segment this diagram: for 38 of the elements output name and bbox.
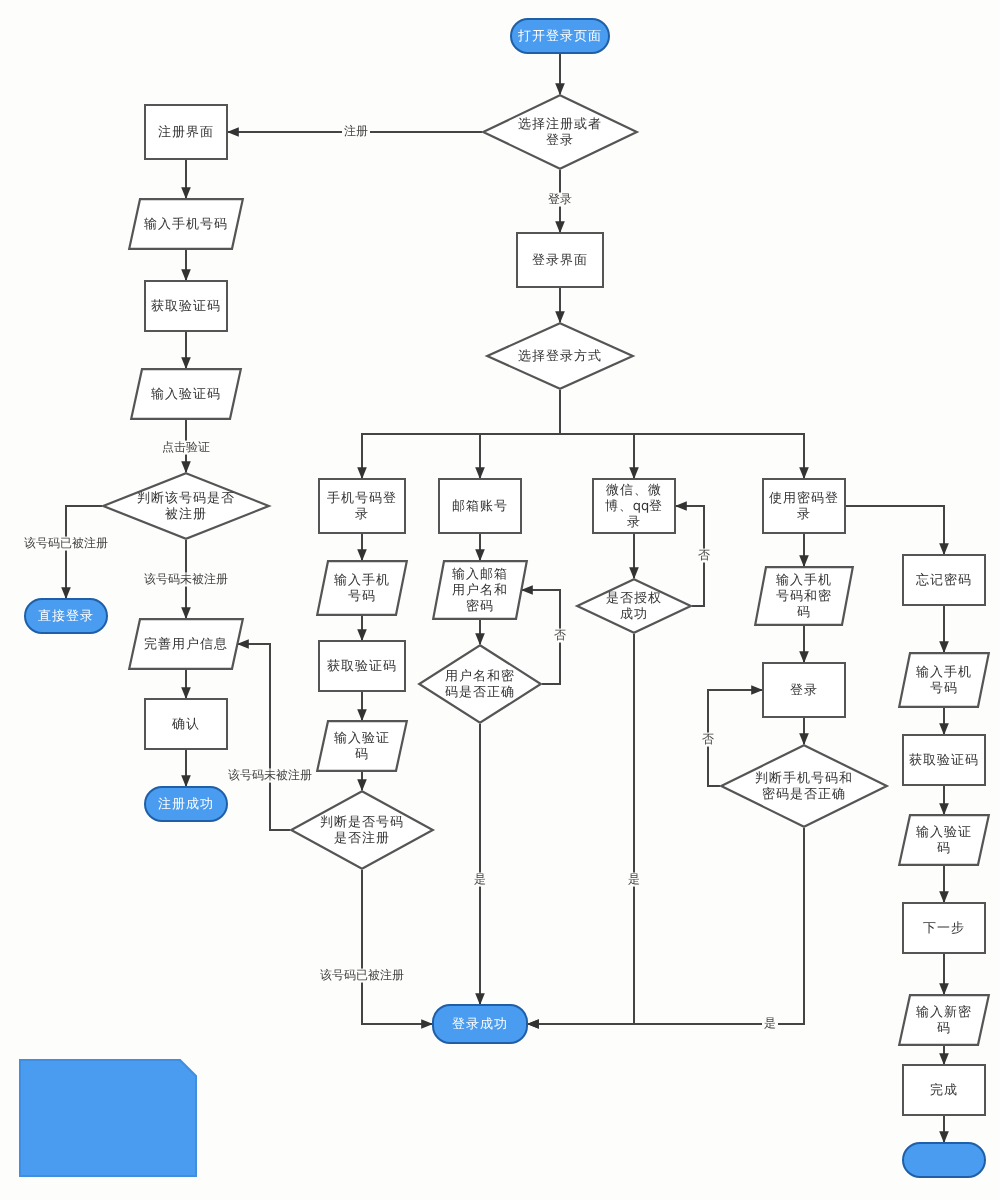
arrow <box>181 159 191 200</box>
arrow <box>361 869 434 1029</box>
arrow <box>475 619 485 646</box>
arrow <box>939 707 949 736</box>
arrow <box>61 505 103 600</box>
arrow <box>799 625 809 664</box>
arrow <box>939 1045 949 1066</box>
note-box <box>20 1060 196 1176</box>
arrow <box>799 533 809 568</box>
arrow <box>181 669 191 700</box>
arrow <box>181 749 191 788</box>
arrow <box>674 501 705 607</box>
arrow <box>357 615 367 642</box>
arrow <box>520 585 561 685</box>
arrow <box>357 533 367 562</box>
arrow <box>236 639 291 831</box>
arrow <box>181 249 191 282</box>
arrow <box>939 605 949 654</box>
arrow <box>475 533 485 562</box>
arrow <box>357 691 367 722</box>
arrow <box>555 169 565 234</box>
arrow <box>939 953 949 996</box>
arrow <box>181 331 191 370</box>
arrow <box>799 717 809 746</box>
arrow <box>526 827 805 1029</box>
arrow <box>939 785 949 816</box>
arrow <box>939 865 949 904</box>
arrow <box>629 533 639 580</box>
arrow <box>555 53 565 96</box>
arrow <box>559 389 809 480</box>
arrow <box>226 127 483 137</box>
arrow <box>475 723 485 1006</box>
arrow <box>555 287 565 324</box>
terminal-box <box>902 1142 986 1178</box>
arrow <box>939 1115 949 1144</box>
arrow <box>357 771 367 792</box>
arrow <box>845 505 949 556</box>
arrow <box>707 685 764 787</box>
